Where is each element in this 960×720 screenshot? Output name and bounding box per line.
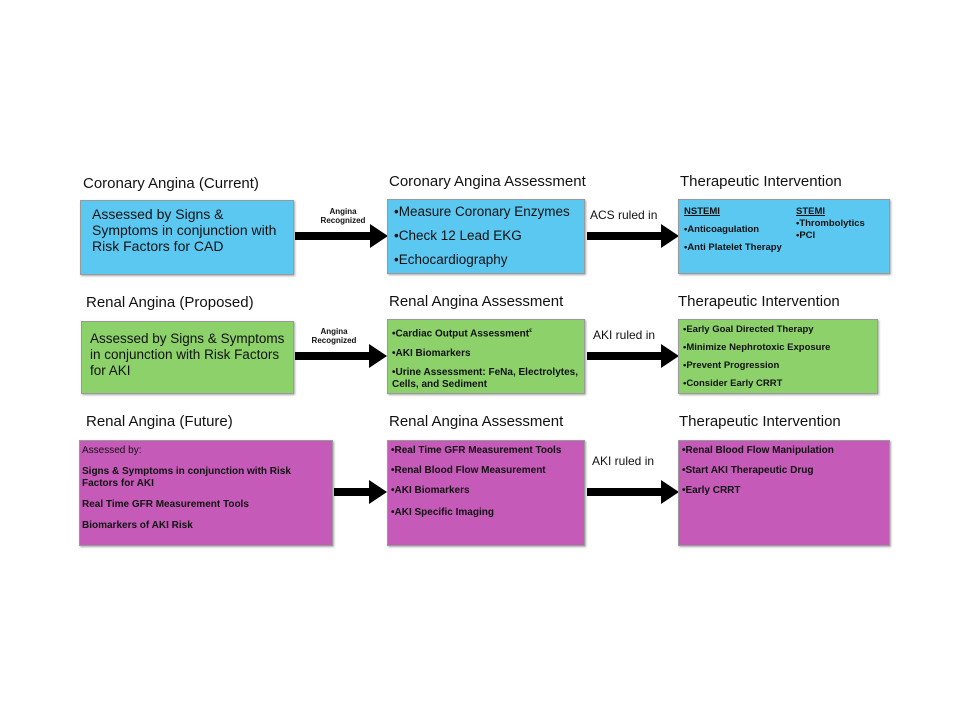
renal-proposed-assessment-list: •Cardiac Output Assessmentε •AKI Biomark… bbox=[392, 325, 582, 391]
renal-proposed-intervention-item-3: •Prevent Progression bbox=[683, 360, 780, 371]
renal-proposed-assessment-item-2: •AKI Biomarkers bbox=[392, 348, 471, 360]
renal-proposed-arrow1-label-line2: Recognized bbox=[311, 336, 357, 345]
renal-proposed-assessment-box: •Cardiac Output Assessmentε •AKI Biomark… bbox=[387, 319, 585, 394]
renal-future-assessment-list: •Real Time GFR Measurement Tools •Renal … bbox=[391, 445, 561, 519]
coronary-assessment-item-1: •Measure Coronary Enzymes bbox=[394, 204, 570, 219]
renal-future-arrow1 bbox=[334, 480, 387, 504]
coronary-arrow1 bbox=[295, 224, 388, 248]
renal-future-input-item-3: Biomarkers of AKI Risk bbox=[82, 520, 193, 531]
coronary-assessment-title: Coronary Angina Assessment bbox=[389, 173, 586, 190]
renal-future-intervention-item-2: •Start AKI Therapeutic Drug bbox=[682, 465, 814, 476]
renal-proposed-intervention-list: •Early Goal Directed Therapy •Minimize N… bbox=[683, 324, 830, 389]
renal-future-intervention-box: •Renal Blood Flow Manipulation •Start AK… bbox=[678, 440, 890, 546]
epsilon-superscript: ε bbox=[529, 328, 532, 334]
renal-future-assessment-item-2: •Renal Blood Flow Measurement bbox=[391, 465, 546, 476]
coronary-assessment-item-3: •Echocardiography bbox=[394, 252, 508, 267]
renal-future-input-heading: Assessed by: bbox=[82, 445, 142, 456]
nstemi-group: NSTEMI •Anticoagulation •Anti Platelet T… bbox=[684, 206, 782, 254]
coronary-intervention-box: NSTEMI •Anticoagulation •Anti Platelet T… bbox=[678, 199, 890, 274]
renal-proposed-input-box: Assessed by Signs & Symptoms in conjunct… bbox=[81, 321, 294, 394]
renal-proposed-assessment-item-1: •Cardiac Output Assessmentε bbox=[392, 328, 532, 340]
renal-future-intervention-item-1: •Renal Blood Flow Manipulation bbox=[682, 445, 834, 456]
renal-proposed-arrow1-label-line1: Angina bbox=[320, 327, 348, 336]
coronary-arrow2-label: ACS ruled in bbox=[590, 208, 658, 222]
renal-future-assessment-box: •Real Time GFR Measurement Tools •Renal … bbox=[387, 440, 585, 546]
stemi-group: STEMI •Thrombolytics •PCI bbox=[796, 206, 865, 242]
renal-future-input-box: Assessed by: Signs & Symptoms in conjunc… bbox=[79, 440, 333, 546]
renal-future-assessment-item-1: •Real Time GFR Measurement Tools bbox=[391, 445, 562, 456]
coronary-input-box: Assessed by Signs & Symptoms in conjunct… bbox=[80, 200, 294, 275]
renal-future-assessment-item-3: •AKI Biomarkers bbox=[391, 485, 470, 496]
renal-future-assessment-item-4: •AKI Specific Imaging bbox=[391, 507, 494, 518]
renal-proposed-arrow1 bbox=[295, 344, 387, 368]
nstemi-title: NSTEMI bbox=[684, 206, 720, 217]
renal-proposed-intervention-item-4: •Consider Early CRRT bbox=[683, 378, 783, 389]
nstemi-item-2: •Anti Platelet Therapy bbox=[684, 242, 782, 253]
renal-proposed-intervention-box: •Early Goal Directed Therapy •Minimize N… bbox=[678, 319, 878, 394]
coronary-arrow1-label-line2: Recognized bbox=[320, 216, 366, 225]
coronary-arrow1-label-line1: Angina bbox=[329, 207, 357, 216]
coronary-input-text: Assessed by Signs & Symptoms in conjunct… bbox=[92, 206, 277, 254]
renal-future-intervention-list: •Renal Blood Flow Manipulation •Start AK… bbox=[682, 445, 834, 497]
coronary-arrow2 bbox=[587, 224, 679, 248]
renal-proposed-intervention-item-1: •Early Goal Directed Therapy bbox=[683, 324, 814, 335]
renal-proposed-arrow2-label: AKI ruled in bbox=[593, 328, 656, 342]
renal-proposed-intervention-title: Therapeutic Intervention bbox=[678, 293, 840, 310]
renal-proposed-input-text: Assessed by Signs & Symptoms in conjunct… bbox=[90, 331, 285, 378]
renal-future-row-title: Renal Angina (Future) bbox=[86, 413, 233, 430]
renal-proposed-arrow1-label: Angina Recognized bbox=[303, 327, 365, 345]
renal-proposed-row-title: Renal Angina (Proposed) bbox=[86, 294, 254, 311]
renal-future-arrow2 bbox=[587, 480, 679, 504]
nstemi-item-1: •Anticoagulation bbox=[684, 224, 760, 235]
stemi-item-2: •PCI bbox=[796, 230, 816, 241]
renal-future-intervention-item-3: •Early CRRT bbox=[682, 485, 741, 496]
coronary-assessment-box: •Measure Coronary Enzymes •Check 12 Lead… bbox=[387, 199, 585, 274]
renal-future-input-item-1: Signs & Symptoms in conjunction with Ris… bbox=[82, 466, 291, 489]
coronary-intervention-title: Therapeutic Intervention bbox=[680, 173, 842, 190]
renal-future-assessment-title: Renal Angina Assessment bbox=[389, 413, 564, 430]
renal-future-intervention-title: Therapeutic Intervention bbox=[679, 413, 841, 430]
renal-future-arrow2-label: AKI ruled in bbox=[592, 454, 655, 468]
renal-future-input-item-2: Real Time GFR Measurement Tools bbox=[82, 499, 249, 510]
coronary-assessment-item-2: •Check 12 Lead EKG bbox=[394, 228, 522, 243]
stemi-item-1: •Thrombolytics bbox=[796, 218, 865, 229]
renal-proposed-arrow2 bbox=[587, 344, 679, 368]
renal-proposed-assessment-item-3: •Urine Assessment: FeNa, Electrolytes, C… bbox=[392, 367, 578, 391]
stemi-title: STEMI bbox=[796, 206, 826, 217]
coronary-arrow1-label: Angina Recognized bbox=[308, 207, 378, 225]
renal-proposed-assessment-title: Renal Angina Assessment bbox=[389, 293, 564, 310]
renal-future-input-list: Assessed by: Signs & Symptoms in conjunc… bbox=[82, 445, 328, 532]
coronary-row-title: Coronary Angina (Current) bbox=[83, 175, 259, 192]
renal-proposed-intervention-item-2: •Minimize Nephrotoxic Exposure bbox=[683, 342, 831, 353]
